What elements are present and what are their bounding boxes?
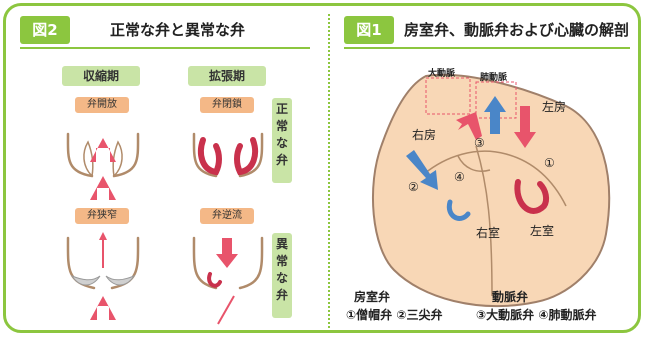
side-label-normal: 正 常 な 弁 [272,98,292,183]
pill-regurgitation: 弁逆流 [200,208,254,224]
aorta-label: 大動脈 [428,69,456,79]
num-aortic: ③ [474,136,485,150]
flow-arrow [90,176,116,200]
side-abnormal-char: 異 [275,237,288,251]
panel-divider [328,14,330,328]
left-ventricle-label: 左室 [530,224,555,238]
vessel-wall-right [112,132,140,178]
vessel-wall-left [66,132,94,178]
pill-stenosis: 弁狭窄 [75,208,129,224]
aorta-region [425,77,471,115]
right-ventricle-label: 右室 [476,226,501,240]
regurgitant-arrow [216,238,238,268]
valve-illustrations [66,73,611,325]
valve-leaflet [83,140,94,178]
vessel-wall-right [238,236,264,290]
side-abnormal-char: 常 [275,254,288,268]
heart-outline [372,73,611,308]
legend-arterial-heading: 動脈弁 [492,290,529,304]
stenotic-jet-head [99,232,107,240]
pill-valve-open: 弁開放 [75,97,129,113]
lv-curve-arrow [514,179,550,214]
left-atrium-label: 左房 [542,100,567,114]
side-label-abnormal: 異 常 な 弁 [272,233,292,318]
flow-arrow [90,138,116,162]
calcified-leaflet [70,274,101,286]
figure-frame: 図2 正常な弁と異常な弁 収縮期 拡張期 弁開放 弁閉鎖 弁狭窄 弁逆流 正 常… [3,3,641,333]
lv-inflow-arrow [514,106,536,148]
vessel-wall-left [192,132,218,178]
right-atrium-label: 右房 [412,128,437,142]
fig2-title: 正常な弁と異常な弁 [110,21,246,39]
vessel-wall-right [110,236,140,290]
valve-ring [457,155,491,172]
phase-label-diastole: 拡張期 [188,66,266,86]
flow-arrow [90,296,116,320]
closing-arrow [234,137,259,176]
vessel-wall-left [192,236,218,290]
fig1-title-underline [344,47,630,49]
side-normal-char: 弁 [275,153,288,167]
fig2-title-underline [20,47,310,49]
vessel-wall-right [238,132,264,178]
legend-av-heading: 房室弁 [354,290,391,304]
fig1-tag: 図1 [344,16,394,44]
legend-av-items: ①僧帽弁 ②三尖弁 [346,308,443,322]
septum [475,145,493,297]
side-normal-char: 常 [275,119,288,133]
leaky-leaflet [207,272,222,288]
side-normal-char: 正 [275,102,288,116]
pulmonary-artery-label: 肺動脈 [480,73,508,83]
closing-arrow [197,137,222,176]
aortic-flow-arrow [456,112,482,140]
fig2-tag: 図2 [20,16,70,44]
num-tricuspid: ② [408,180,419,194]
legend-arterial-items: ③大動脈弁 ④肺動脈弁 [476,308,597,322]
num-pulmonary: ④ [454,170,465,184]
fig1-title: 房室弁、動脈弁および心臓の解剖 [404,21,630,39]
side-normal-char: な [275,136,288,150]
num-mitral: ① [544,156,555,170]
chamber-divider [423,150,567,207]
valve-leaflet [112,140,123,178]
side-abnormal-char: 弁 [275,288,288,302]
calcified-leaflet [105,274,136,286]
pulmonary-flow-arrow [484,96,506,134]
side-abnormal-char: な [275,271,288,285]
rv-curve-arrow [446,199,471,221]
phase-label-systole: 収縮期 [62,66,140,86]
vessel-wall-left [66,236,96,290]
pill-valve-closed: 弁閉鎖 [200,97,254,113]
backflow-jet [217,295,235,325]
ra-flow-arrow [406,150,438,190]
